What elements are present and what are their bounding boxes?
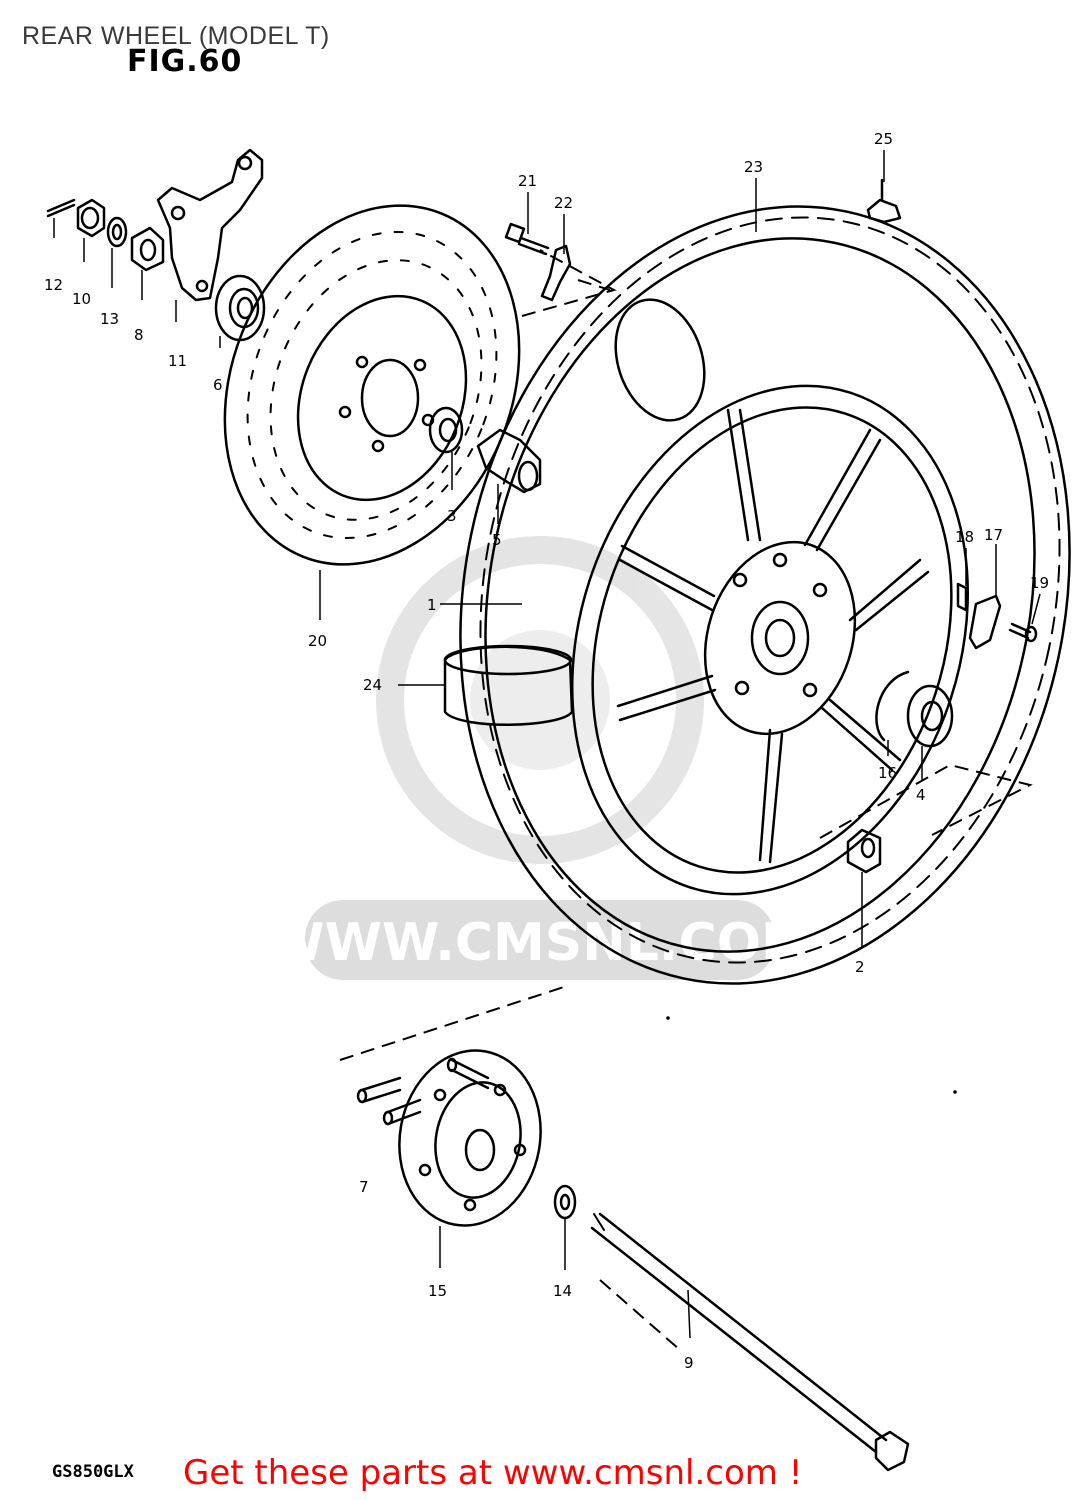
part-10-axle-nut	[76, 198, 106, 238]
callout-18: 18	[955, 528, 974, 546]
part-24-rim-band	[443, 644, 574, 726]
part-20-brake-disc	[223, 204, 521, 566]
part-9-axle	[590, 1212, 910, 1472]
callout-20: 20	[308, 632, 327, 650]
callout-17: 17	[984, 526, 1003, 544]
callout-4: 4	[916, 786, 926, 804]
callout-19: 19	[1030, 574, 1049, 592]
callout-6: 6	[213, 376, 223, 394]
callout-2: 2	[855, 958, 865, 976]
callout-1: 1	[427, 596, 437, 614]
part-13-washer	[106, 216, 128, 248]
callout-16: 16	[878, 764, 897, 782]
part-3-seal	[428, 406, 464, 454]
callout-11: 11	[168, 352, 187, 370]
part-17-weight	[968, 594, 1002, 650]
callout-12: 12	[44, 276, 63, 294]
part-22-lock-plate	[540, 244, 572, 302]
callout-25: 25	[874, 130, 893, 148]
speck	[953, 1090, 957, 1094]
part-11-caliper-bracket	[156, 148, 264, 302]
promo-link[interactable]: Get these parts at www.cmsnl.com !	[183, 1453, 803, 1493]
part-4-bearing	[906, 684, 954, 748]
speck	[666, 1016, 670, 1020]
callout-9: 9	[684, 1354, 694, 1372]
part-16-circlip	[875, 670, 910, 742]
watermark-text: WWW.CMSNL.COM	[267, 913, 812, 973]
callout-5: 5	[492, 531, 502, 549]
callout-10: 10	[72, 290, 91, 308]
part-14-washer	[553, 1184, 577, 1220]
model-code: GS850GLX	[52, 1462, 134, 1482]
callout-24: 24	[363, 676, 382, 694]
part-25-valve	[866, 178, 902, 224]
callout-14: 14	[553, 1282, 572, 1300]
callout-8: 8	[134, 326, 144, 344]
part-7-studs	[356, 1057, 490, 1126]
figure-label: FIG.60	[127, 44, 243, 79]
part-15-hub	[398, 1049, 542, 1227]
page-title: REAR WHEEL (MODEL T)	[22, 22, 330, 50]
callout-15: 15	[428, 1282, 447, 1300]
watermark: WWW.CMSNL.COM	[267, 536, 813, 980]
callout-3: 3	[447, 507, 457, 525]
part-18-balancer	[956, 582, 968, 612]
part-1-wheel	[570, 384, 970, 896]
callout-22: 22	[554, 194, 573, 212]
callout-7: 7	[359, 1178, 369, 1196]
part-2-spacer	[846, 828, 882, 874]
part-23-tire	[459, 205, 1071, 985]
part-5-collar	[476, 428, 542, 494]
part-8-spacer	[130, 226, 165, 272]
callout-23: 23	[744, 158, 763, 176]
callout-13: 13	[100, 310, 119, 328]
part-12-cotter-pin	[46, 198, 76, 218]
part-6-bearing	[214, 274, 266, 342]
callout-21: 21	[518, 172, 537, 190]
part-21-bolt	[504, 222, 550, 256]
part-19-screw	[1008, 622, 1038, 643]
leader-lines	[53, 150, 1041, 1339]
assembly-guide-lines	[339, 249, 1033, 1351]
